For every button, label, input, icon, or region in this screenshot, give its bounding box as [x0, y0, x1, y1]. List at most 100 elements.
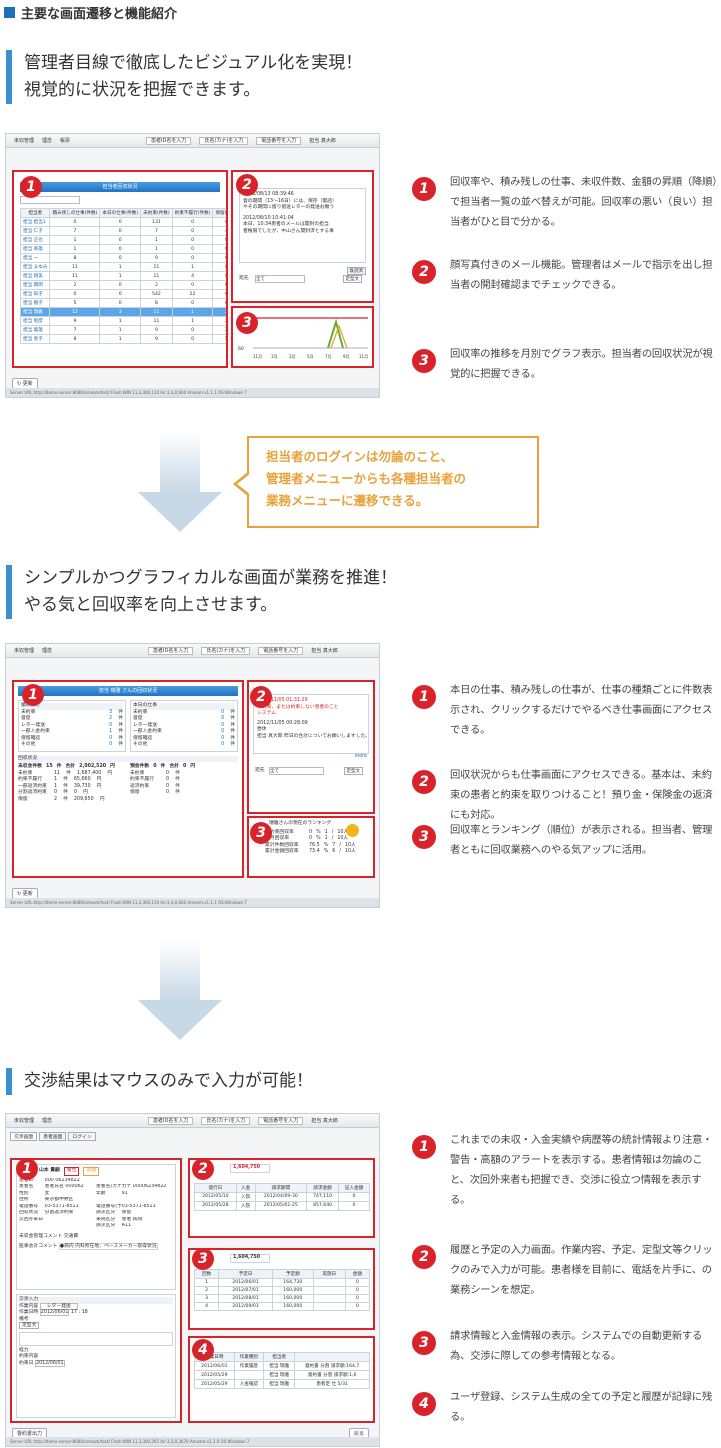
- name-kana-input[interactable]: 氏名(カナ)を入力: [199, 136, 249, 145]
- plan-date-input[interactable]: 2012/06/01: [34, 1359, 65, 1367]
- table-row[interactable]: 担当 仁子7070411: [19, 226, 226, 236]
- more-link[interactable]: more: [354, 754, 367, 759]
- count-link[interactable]: 0: [109, 735, 113, 741]
- patient-id-input[interactable]: 患者ID名を入力: [148, 1116, 194, 1125]
- count-link[interactable]: 0: [221, 716, 225, 721]
- column-header[interactable]: 入金: [235, 1182, 256, 1193]
- count-link[interactable]: 0: [221, 722, 225, 728]
- table-row[interactable]: 担当 義雄7190214: [19, 325, 226, 335]
- column-header[interactable]: 予定日: [218, 1268, 273, 1279]
- table-row[interactable]: 担当 まゆみ111111010: [19, 262, 226, 272]
- tab-patient[interactable]: 患者画面: [39, 1132, 67, 1141]
- count-link[interactable]: 0: [109, 742, 113, 747]
- column-header[interactable]: 保留(件数): [212, 208, 226, 218]
- column-header[interactable]: 積み残しの仕事(件数): [49, 208, 101, 218]
- menu-item[interactable]: 理念: [42, 138, 53, 144]
- filter-select[interactable]: [20, 196, 80, 204]
- name-kana-input[interactable]: 氏名(カナ)を入力: [201, 646, 251, 655]
- column-header[interactable]: [294, 1352, 370, 1362]
- template-button[interactable]: 定型文: [343, 767, 363, 775]
- column-header[interactable]: 金額: [344, 1268, 371, 1279]
- column-header[interactable]: 本日の仕事(件数): [99, 208, 142, 218]
- hour-input[interactable]: 17: [70, 1310, 78, 1315]
- column-header[interactable]: 実施日: [312, 1268, 346, 1279]
- count-link[interactable]: 3: [109, 709, 113, 715]
- date-input[interactable]: 2012/06/01: [39, 1309, 70, 1316]
- column-header[interactable]: 回数: [193, 1268, 220, 1279]
- tab-negotiation[interactable]: 交渉画面: [10, 1132, 38, 1141]
- menu-item[interactable]: 未収管理: [14, 648, 35, 654]
- column-header[interactable]: 発行日: [194, 1182, 237, 1193]
- table-row[interactable]: 担当 真雄101002: [19, 244, 226, 254]
- column-header[interactable]: 担当者: [263, 1352, 296, 1362]
- count-link[interactable]: 1: [109, 729, 113, 734]
- table-row[interactable]: 担当 楓子5080014: [19, 298, 226, 308]
- tab-login[interactable]: ログイン: [68, 1132, 96, 1141]
- menu-item[interactable]: 帳票: [60, 138, 71, 144]
- minute-input[interactable]: 18: [81, 1310, 88, 1315]
- count-link[interactable]: 0: [221, 729, 225, 734]
- table-row[interactable]: 担当 担当10013100131: [19, 217, 226, 227]
- remarks-textarea[interactable]: [19, 1331, 173, 1346]
- count-link[interactable]: 0: [221, 742, 225, 747]
- column-header[interactable]: 未約束(件数): [140, 208, 173, 218]
- table-row[interactable]: 担当 典明202002: [19, 280, 226, 290]
- mark-read-button[interactable]: 既読済: [346, 267, 366, 275]
- phone-input[interactable]: 電話番号を入力: [258, 646, 304, 655]
- template-button[interactable]: 定型文: [342, 275, 362, 283]
- patient-id-input[interactable]: 患者ID名を入力: [146, 136, 192, 145]
- column-header[interactable]: 作業種別: [233, 1352, 265, 1362]
- table-row[interactable]: 担当 翔美111114019: [19, 271, 226, 281]
- table-row[interactable]: 担当 瑞雅123111215: [19, 307, 226, 317]
- to-select[interactable]: 全て: [255, 275, 305, 283]
- table-row[interactable]: 担当 昭彦91111216: [19, 316, 226, 326]
- menu-item[interactable]: 理念: [42, 648, 53, 654]
- column-header[interactable]: 請求期間: [254, 1182, 308, 1193]
- name-kana-input[interactable]: 氏名(カナ)を入力: [201, 1116, 251, 1125]
- count-link[interactable]: 0: [221, 735, 225, 741]
- column-header[interactable]: 約束不履行(件数): [171, 208, 214, 218]
- table-row[interactable]: 担当 一8090011: [19, 253, 226, 263]
- work-select[interactable]: レター発送: [39, 1302, 78, 1310]
- column-header[interactable]: 予定額: [271, 1268, 314, 1279]
- column-header[interactable]: 記入金額: [337, 1182, 371, 1193]
- table-row[interactable]: 担当 恵子8190512: [19, 334, 226, 344]
- count-link[interactable]: 0: [221, 709, 225, 715]
- phone-input[interactable]: 電話番号を入力: [256, 136, 302, 145]
- menu-item[interactable]: 理念: [42, 1118, 53, 1124]
- column-header[interactable]: 担当者: [19, 208, 51, 218]
- menu-item[interactable]: 未収管理: [14, 1118, 35, 1124]
- column-header[interactable]: 請求金額: [306, 1182, 339, 1193]
- count-link[interactable]: 2: [109, 716, 113, 721]
